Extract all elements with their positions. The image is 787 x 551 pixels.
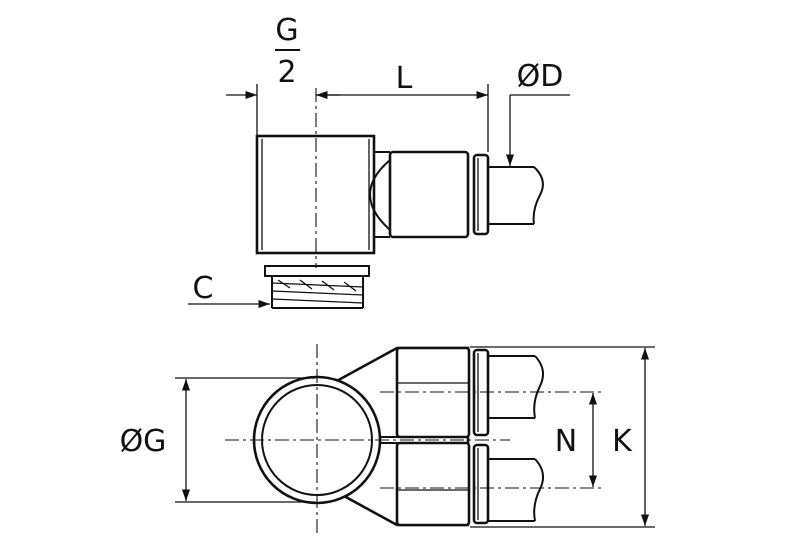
diameter-g-label: ØG: [120, 424, 167, 459]
upper-tube: [488, 355, 545, 419]
g-half-numerator: G: [275, 13, 298, 48]
side-view: G 2 L ØD C: [188, 13, 570, 309]
elbow-dome: [369, 159, 391, 231]
g-half-denominator: 2: [277, 55, 296, 90]
release-ring: [472, 153, 490, 236]
length-label: L: [396, 61, 413, 96]
tube-diameter-label: ØD: [517, 59, 564, 94]
overall-k-label: K: [612, 424, 633, 459]
tube: [488, 166, 544, 225]
lower-tube: [488, 458, 545, 522]
lower-release-ring: [472, 443, 490, 525]
lower-collet-housing: [395, 441, 471, 527]
spacing-n-label: N: [555, 424, 577, 459]
thread-stub: [264, 265, 370, 309]
elbow-neck: [374, 151, 390, 238]
collet-housing: [388, 150, 470, 239]
thread-c-label: C: [193, 271, 214, 306]
plan-view: ØG N K: [120, 344, 655, 533]
